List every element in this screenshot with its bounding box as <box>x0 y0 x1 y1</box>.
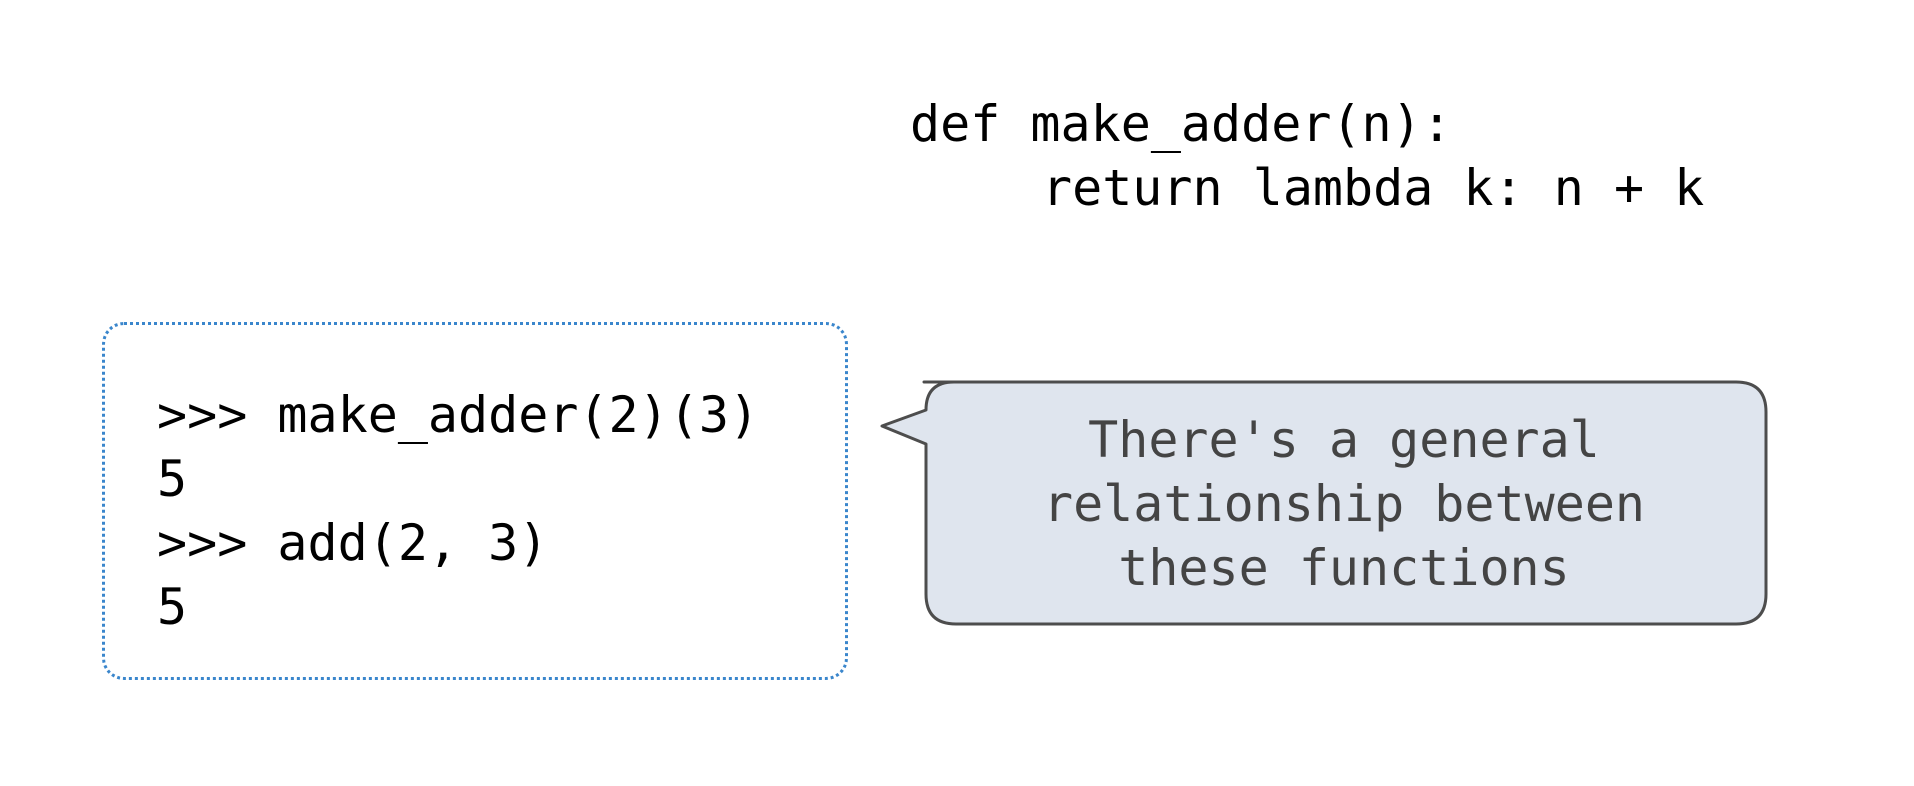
speech-bubble-text: There's a general relationship between t… <box>924 408 1764 600</box>
speech-bubble <box>880 380 1768 626</box>
session-lines: >>> make_adder(2)(3) 5 >>> add(2, 3) 5 <box>157 383 759 639</box>
speech-bubble-shape <box>880 380 1768 626</box>
code-line-def: def make_adder(n): <box>910 95 1452 153</box>
function-definition-code: def make_adder(n):return lambda k: n + k <box>910 92 1704 220</box>
interactive-session-box: >>> make_adder(2)(3) 5 >>> add(2, 3) 5 <box>102 322 848 680</box>
speech-bubble-line-3: these functions <box>1118 539 1570 597</box>
session-line-add-call: >>> add(2, 3) <box>157 514 549 572</box>
code-line-return: return lambda k: n + k <box>1042 159 1705 217</box>
session-line-make-adder-result: 5 <box>157 450 188 508</box>
session-line-make-adder-call: >>> make_adder(2)(3) <box>157 386 760 444</box>
speech-bubble-line-1: There's a general <box>1088 411 1600 469</box>
session-line-add-result: 5 <box>157 578 188 636</box>
speech-bubble-line-2: relationship between <box>1042 475 1646 533</box>
